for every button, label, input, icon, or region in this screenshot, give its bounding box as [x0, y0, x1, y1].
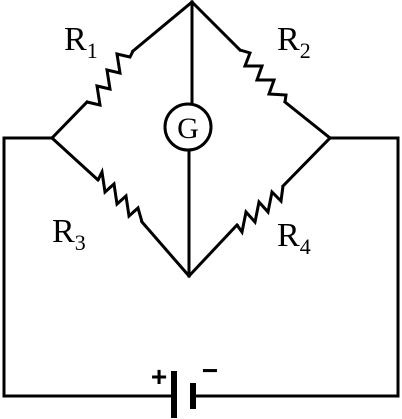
arm-r3	[49, 135, 192, 279]
label-r3: R3	[52, 213, 86, 255]
galvanometer-label: G	[177, 112, 199, 145]
label-r2: R2	[277, 21, 311, 63]
outer-loop-wire	[2, 136, 400, 398]
battery-minus-sign: −	[202, 355, 218, 386]
battery: + −	[151, 355, 218, 418]
arm-r4	[186, 135, 333, 279]
galvanometer-branch: G	[163, 0, 213, 278]
arm-r1	[49, 0, 195, 141]
arm-r2	[189, 0, 333, 141]
label-r1: R1	[64, 21, 98, 63]
label-r4: R4	[277, 217, 311, 259]
battery-plus-sign: +	[151, 361, 167, 392]
